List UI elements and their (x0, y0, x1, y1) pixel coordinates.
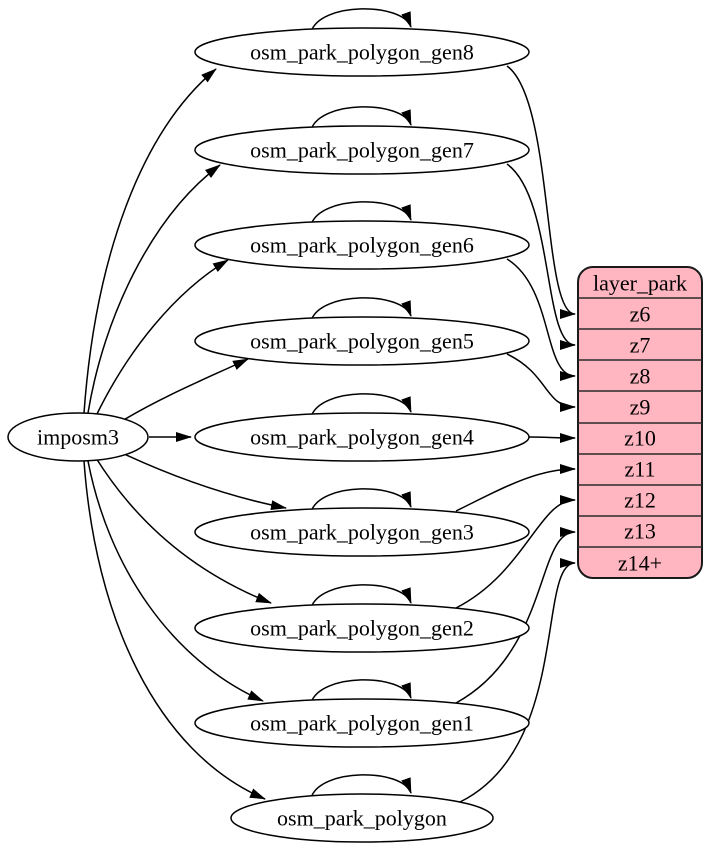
imposm3-ellipse-shape (7, 412, 149, 462)
table-ellipse-shape (194, 698, 530, 748)
layer-park-title: layer_park (593, 271, 687, 296)
table-ellipse-shape (194, 316, 530, 366)
node-osm-park-polygon-gen2: osm_park_polygon_gen2 (194, 603, 530, 653)
node-osm-park-polygon-gen8: osm_park_polygon_gen8 (194, 27, 530, 77)
layer-row-z10: z10 (624, 426, 656, 451)
table-label: osm_park_polygon_gen4 (250, 425, 474, 450)
table-ellipse-shape (230, 793, 494, 843)
table-ellipse-shape (194, 412, 530, 462)
node-osm-park-polygon-gen1: osm_park_polygon_gen1 (194, 698, 530, 748)
edge-imposm3-to-osm-park-polygon-gen7 (87, 164, 221, 414)
table-label: osm_park_polygon_gen8 (250, 40, 474, 65)
edges-to-layer (455, 65, 576, 803)
edge-osm-park-polygon-gen5-to-z9 (506, 353, 576, 412)
edge-osm-park-polygon-to-z14plus (459, 558, 576, 803)
layer-row-z11: z11 (625, 457, 656, 482)
edge-osm-park-polygon-gen8-to-z6 (506, 65, 576, 319)
layer-row-z13: z13 (624, 519, 656, 544)
edge-osm-park-polygon-gen1-to-z13 (455, 527, 576, 704)
table-label: osm_park_polygon_gen5 (250, 329, 474, 354)
self-loop-osm-park-polygon-gen3 (310, 488, 412, 513)
table-label: osm_park_polygon_gen3 (250, 520, 474, 545)
edge-osm-park-polygon-gen4-to-z10 (528, 432, 576, 443)
table-ellipse-shape (194, 27, 530, 77)
self-loop-osm-park-polygon-gen4 (310, 393, 412, 418)
node-osm-park-polygon-gen4: osm_park_polygon_gen4 (194, 412, 530, 462)
layer-row-z9: z9 (630, 395, 651, 420)
edges-from-source (83, 68, 287, 800)
layer-row-z6: z6 (630, 302, 651, 327)
self-loop-osm-park-polygon-gen8 (310, 8, 412, 33)
edge-osm-park-polygon-gen6-to-z8 (506, 258, 576, 381)
table-label: osm_park_polygon_gen7 (250, 138, 474, 163)
self-loop-osm-park-polygon (310, 774, 412, 799)
edge-osm-park-polygon-gen2-to-z12 (455, 495, 576, 609)
self-loop-osm-park-polygon-gen2 (310, 584, 412, 609)
edge-osm-park-polygon-gen7-to-z7 (506, 163, 576, 350)
edge-imposm3-to-osm-park-polygon (83, 460, 266, 800)
layer-row-z7: z7 (630, 333, 651, 358)
edge-imposm3-to-osm-park-polygon-gen2 (95, 457, 272, 604)
table-ellipse-shape (194, 220, 530, 270)
self-loop-osm-park-polygon-gen5 (310, 297, 412, 322)
layer-row-z8: z8 (630, 364, 651, 389)
table-label: osm_park_polygon_gen1 (250, 711, 474, 736)
self-loop-osm-park-polygon-gen1 (310, 679, 412, 704)
node-osm-park-polygon-gen3: osm_park_polygon_gen3 (194, 507, 530, 557)
edge-imposm3-to-osm-park-polygon-gen8 (83, 68, 217, 414)
edge-imposm3-to-osm-park-polygon-gen5 (121, 358, 249, 422)
edge-imposm3-to-osm-park-polygon-gen1 (87, 460, 264, 702)
table-label: osm_park_polygon_gen6 (250, 233, 474, 258)
layer-row-z14plus: z14+ (618, 551, 662, 576)
imposm3-label: imposm3 (37, 425, 119, 450)
table-ellipse-shape (194, 125, 530, 175)
node-layer-park: layer_park z6 z7 z8 z9 z10 z11 z12 z13 z… (577, 266, 703, 579)
table-ellipse-shape (194, 603, 530, 653)
self-loop-osm-park-polygon-gen7 (310, 106, 412, 131)
self-loop-osm-park-polygon-gen6 (310, 201, 412, 226)
table-ellipse-shape (194, 507, 530, 557)
table-label: osm_park_polygon (277, 806, 447, 831)
node-osm-park-polygon-gen5: osm_park_polygon_gen5 (194, 316, 530, 366)
edge-osm-park-polygon-gen3-to-z11 (455, 464, 576, 512)
edge-imposm3-to-osm-park-polygon-gen3 (121, 452, 287, 511)
self-loop-edges (310, 8, 412, 799)
node-imposm3: imposm3 (7, 412, 149, 462)
node-osm-park-polygon: osm_park_polygon (230, 793, 494, 843)
layer-row-z12: z12 (624, 488, 656, 513)
node-osm-park-polygon-gen7: osm_park_polygon_gen7 (194, 125, 530, 175)
edge-imposm3-to-osm-park-polygon-gen6 (95, 259, 229, 417)
table-label: osm_park_polygon_gen2 (250, 616, 474, 641)
node-osm-park-polygon-gen6: osm_park_polygon_gen6 (194, 220, 530, 270)
